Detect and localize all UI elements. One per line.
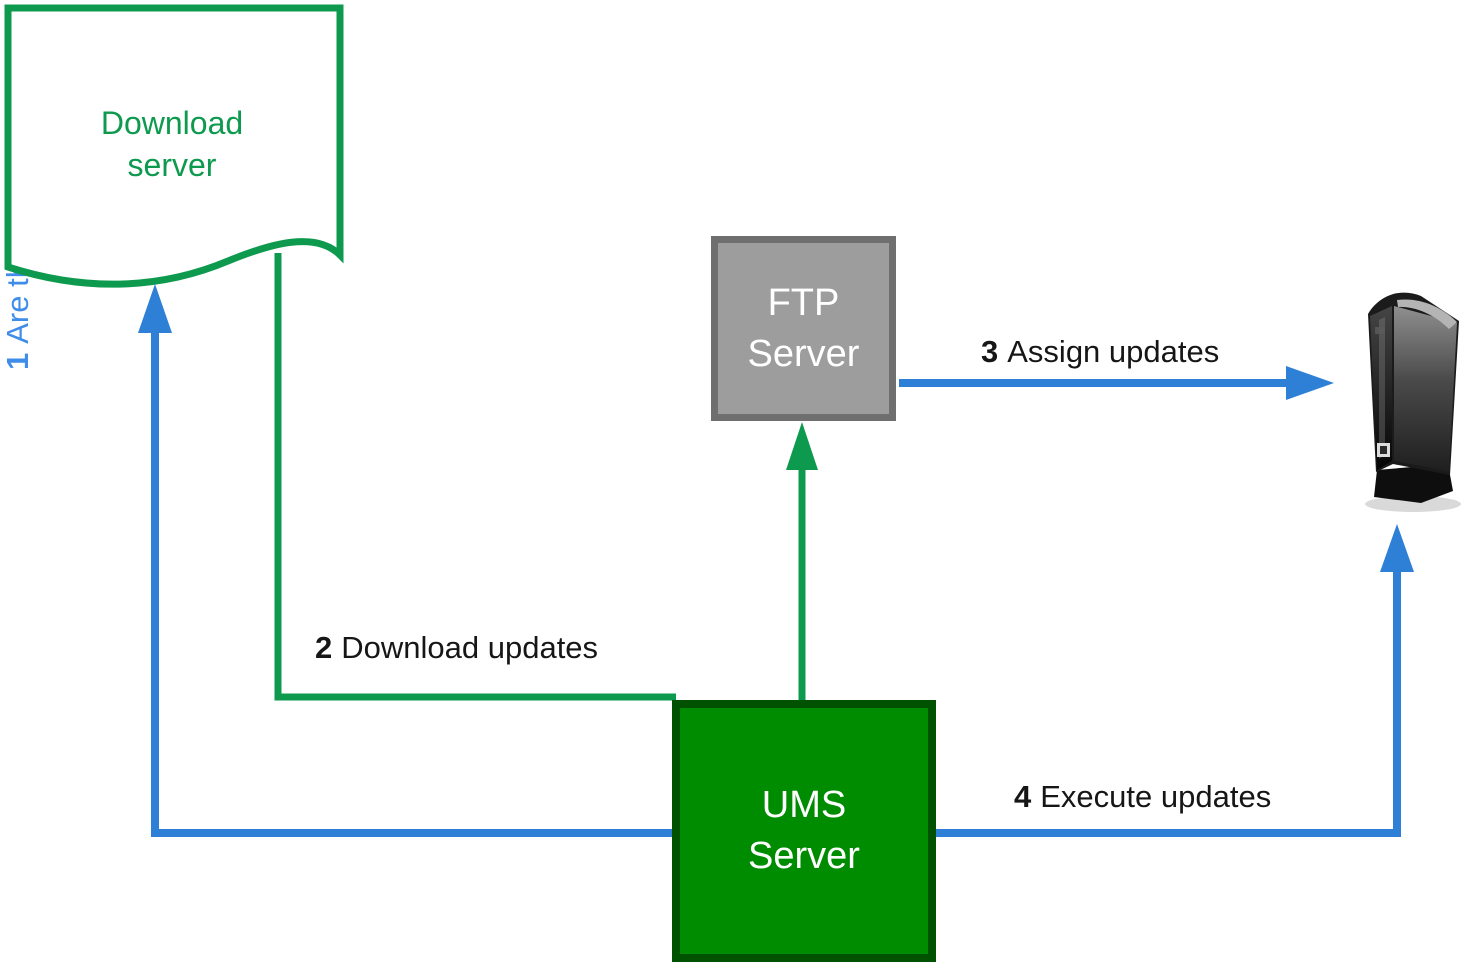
download-server-shape [4, 4, 344, 288]
step-4-text: Execute updates [1040, 779, 1272, 814]
device-front-face [1370, 306, 1392, 470]
arrowhead-step3-right [1286, 366, 1334, 400]
arrow-step3 [899, 366, 1334, 400]
download-server-label-line2: server [127, 147, 217, 183]
device-badge-mark [1380, 446, 1387, 454]
ums-server-node: UMS Server [672, 700, 936, 962]
download-server-label-line1: Download [100, 105, 244, 141]
arrow-ums-to-ftp [786, 422, 818, 702]
arrow-step2-path [274, 253, 676, 701]
arrowhead-ums-to-ftp-up [786, 422, 818, 470]
arrowhead-step4-up [1380, 524, 1414, 572]
step-2-text: Download updates [341, 630, 599, 665]
ftp-server-label: FTP Server [748, 278, 860, 380]
device-front-highlight [1379, 317, 1385, 459]
download-server-label: Download server [10, 102, 334, 186]
step-2-number: 2 [315, 630, 333, 665]
step-3-text: Assign updates [1007, 334, 1220, 369]
device-logo [1375, 327, 1385, 334]
thin-client-device [1365, 292, 1461, 512]
ftp-server-node: FTP Server [711, 236, 896, 421]
ums-server-label: UMS Server [748, 780, 860, 882]
step-4-number: 4 [1014, 779, 1032, 814]
step-3-number: 3 [981, 334, 999, 369]
ftp-server-label-line2: Server [747, 332, 860, 375]
ums-server-label-line2: Server [748, 835, 860, 877]
device-top-surface [1397, 299, 1457, 329]
arrowhead-step1-up [138, 284, 172, 333]
device-side-panel [1394, 306, 1457, 471]
device-stand [1374, 464, 1453, 503]
ums-server-label-line1: UMS [761, 784, 847, 826]
ftp-server-label-line1: FTP [767, 281, 840, 324]
